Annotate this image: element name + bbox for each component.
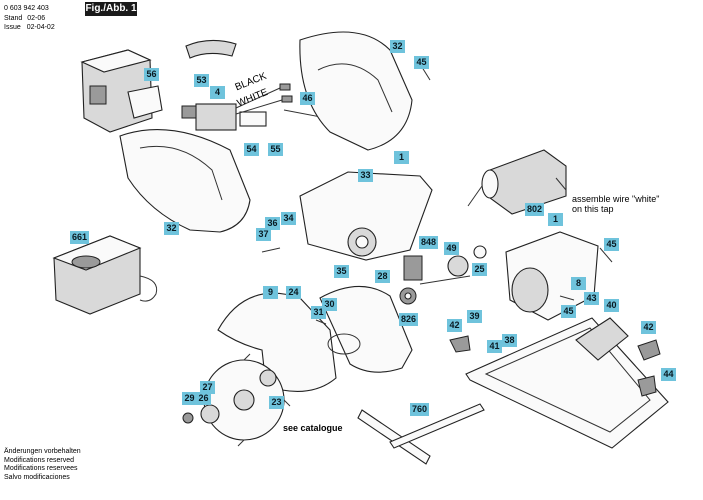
part-tag-41: 41 xyxy=(487,340,502,353)
switch-assembly-drawing xyxy=(181,83,293,131)
part-tag-27: 27 xyxy=(200,381,215,394)
part-tag-9: 9 xyxy=(263,286,278,299)
part-tag-44: 44 xyxy=(661,368,676,381)
part-tag-32-top: 32 xyxy=(390,40,405,53)
part-tag-33: 33 xyxy=(358,169,373,182)
part-tag-56: 56 xyxy=(144,68,159,81)
parallel-guide-drawing xyxy=(357,403,485,465)
stand-label: Stand xyxy=(4,15,23,22)
issue-value: 02-04-02 xyxy=(26,24,55,31)
wire-tap-pointer xyxy=(555,177,567,191)
part-tag-23: 23 xyxy=(269,396,284,409)
part-tag-4: 4 xyxy=(210,86,225,99)
part-tag-42-right: 42 xyxy=(641,321,656,334)
part-tag-43: 43 xyxy=(584,292,599,305)
part-tag-37: 37 xyxy=(256,228,271,241)
figure-label: Fig./Abb. 1 xyxy=(85,2,137,16)
part-tag-661: 661 xyxy=(70,231,90,244)
footer-line-en: Modifications reserved xyxy=(4,456,75,464)
lower-guard-drawing xyxy=(319,285,413,373)
part-tag-39: 39 xyxy=(467,310,482,323)
grip-drawing xyxy=(185,39,237,59)
part-tag-31: 31 xyxy=(311,306,326,319)
part-tag-1-motor: 1 xyxy=(548,213,563,226)
issue-line: Issue 02-04-02 xyxy=(4,23,55,32)
part-tag-36: 36 xyxy=(265,217,280,230)
part-tag-1-housing: 1 xyxy=(394,151,409,164)
spindle-gear-drawing xyxy=(399,245,487,305)
assemble-note-line2: on this tap xyxy=(572,204,614,214)
knob-right-drawing xyxy=(637,339,661,361)
charger-drawing xyxy=(52,235,158,315)
part-tag-34: 34 xyxy=(281,212,296,225)
stand-value: 02-06 xyxy=(27,15,46,22)
stand-line: Stand 02-06 xyxy=(4,14,45,23)
modifications-footer: Änderungen vorbehalten Modifications res… xyxy=(4,448,81,482)
part-tag-42-left: 42 xyxy=(447,319,462,332)
screw-45-mid-drawing xyxy=(559,295,575,301)
part-tag-45-mid: 45 xyxy=(561,305,576,318)
part-tag-760: 760 xyxy=(410,403,430,416)
part-tag-45-top: 45 xyxy=(414,56,429,69)
part-tag-54: 54 xyxy=(244,143,259,156)
footer-line-fr: Modifications reservees xyxy=(4,465,78,472)
part-tag-848: 848 xyxy=(419,236,439,249)
part-tag-40: 40 xyxy=(604,299,619,312)
part-tag-25: 25 xyxy=(472,263,487,276)
part-tag-24: 24 xyxy=(286,286,301,299)
part-tag-802: 802 xyxy=(525,203,545,216)
part-tag-49: 49 xyxy=(444,242,459,255)
see-catalogue-note: see catalogue xyxy=(283,423,343,433)
part-tag-46: 46 xyxy=(300,92,315,105)
blade-guard-drawing xyxy=(217,292,337,392)
knob-lower-drawing xyxy=(637,375,657,397)
part-tag-26: 26 xyxy=(196,392,211,405)
motor-drawing xyxy=(467,149,567,215)
screw-37-drawing xyxy=(261,247,281,253)
part-tag-29: 29 xyxy=(182,392,197,405)
part-tag-38: 38 xyxy=(502,334,517,347)
part-tag-53: 53 xyxy=(194,74,209,87)
knob-left-drawing xyxy=(449,335,471,353)
screw-31-drawing xyxy=(315,319,327,325)
housing-left-drawing xyxy=(119,128,251,233)
footer-line-es: Salvo modificaciones xyxy=(4,473,70,481)
part-tag-55: 55 xyxy=(268,143,283,156)
issue-label: Issue xyxy=(4,24,21,31)
bracket-drawing xyxy=(575,317,629,361)
part-tag-35: 35 xyxy=(334,265,349,278)
battery-pack-drawing xyxy=(80,49,163,133)
part-tag-826: 826 xyxy=(399,313,419,326)
screw-45-right-drawing xyxy=(599,247,613,263)
part-tag-8: 8 xyxy=(571,277,586,290)
part-tag-32-left: 32 xyxy=(164,222,179,235)
footer-line-de: Änderungen vorbehalten xyxy=(4,448,81,455)
document-number: 0 603 942 403 xyxy=(4,5,49,12)
part-tag-28: 28 xyxy=(375,270,390,283)
base-plate-drawing xyxy=(465,317,669,449)
assemble-note-line1: assemble wire "white" xyxy=(572,194,660,204)
part-tag-45-right: 45 xyxy=(604,238,619,251)
